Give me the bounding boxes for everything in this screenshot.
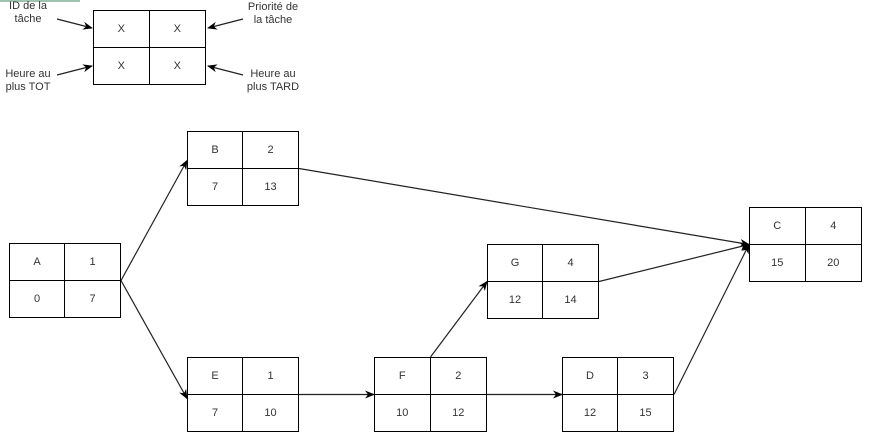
legend-label-priority: Priorité de la tâche [243, 1, 303, 27]
task-id: F [375, 358, 431, 395]
legend-arrow-latest [207, 64, 244, 76]
task-node-g: G 4 12 14 [487, 244, 599, 319]
task-priority: 2 [243, 132, 298, 169]
legend-box: X X X X [93, 10, 206, 85]
legend-label-earliest-line1: Heure au [5, 68, 51, 80]
task-priority: 3 [618, 358, 673, 395]
legend-arrow-earliest [56, 64, 93, 76]
legend-arrow-priority [207, 18, 244, 30]
task-earliest: 10 [375, 394, 431, 431]
edge-a-to-b-arrow [120, 159, 188, 281]
legend-label-priority-line1: Priorité de [247, 1, 299, 13]
task-id: G [488, 245, 543, 282]
task-earliest: 12 [488, 281, 543, 318]
task-earliest: 0 [10, 280, 65, 317]
task-priority: 2 [430, 358, 486, 395]
task-latest: 12 [452, 406, 465, 419]
task-earliest: 7 [188, 168, 243, 205]
top-accent-line [0, 0, 80, 2]
task-priority: 4 [805, 208, 861, 245]
edge-g-to-c-arrow [598, 242, 750, 283]
legend-label-latest-line1: Heure au [250, 68, 296, 80]
task-earliest: 12 [563, 394, 618, 431]
legend-label-id-line1: ID de la [9, 0, 47, 12]
task-node-c: C 4 15 20 [749, 207, 862, 282]
task-node-e: E 1 7 10 [187, 357, 299, 432]
legend-label-priority-line2: la tâche [253, 14, 293, 26]
task-priority: 1 [243, 358, 298, 395]
legend-arrow-id [56, 18, 93, 30]
legend-label-latest: Heure au plus TARD [244, 68, 302, 94]
task-id: B [188, 132, 243, 169]
legend-cell-id: X [94, 11, 150, 48]
task-node-d: D 3 12 15 [562, 357, 674, 432]
task-latest: 15 [639, 406, 652, 419]
task-earliest: 7 [188, 394, 243, 431]
task-node-f: F 2 10 12 [374, 357, 487, 432]
legend-label-earliest-line2: plus TOT [5, 81, 51, 93]
legend-label-id: ID de la tâche [6, 0, 50, 26]
legend-cell-latest: X [173, 59, 181, 72]
task-node-b: B 2 7 13 [187, 131, 299, 206]
legend-cell-priority: X [149, 11, 205, 48]
task-earliest: 15 [750, 244, 806, 281]
task-latest: 7 [89, 292, 96, 305]
task-id: A [10, 244, 65, 281]
task-latest: 13 [264, 180, 277, 193]
edge-a-to-e-arrow [120, 280, 188, 400]
edge-f-to-g-arrow [430, 280, 488, 358]
task-priority: 4 [543, 245, 598, 282]
task-id: C [750, 208, 806, 245]
legend-label-earliest: Heure au plus TOT [2, 68, 54, 94]
task-latest: 14 [564, 293, 577, 306]
legend-label-id-line2: tâche [14, 13, 42, 25]
task-latest: 10 [264, 406, 277, 419]
task-latest: 20 [827, 256, 840, 269]
task-id: D [563, 358, 618, 395]
task-id: E [188, 358, 243, 395]
edge-b-to-c-arrow [298, 167, 750, 247]
edge-d-to-c-arrow [673, 243, 750, 395]
task-priority: 1 [65, 244, 120, 281]
task-node-a: A 1 0 7 [9, 243, 121, 318]
legend-label-latest-line2: plus TARD [246, 81, 300, 93]
legend-cell-earliest: X [94, 47, 150, 84]
